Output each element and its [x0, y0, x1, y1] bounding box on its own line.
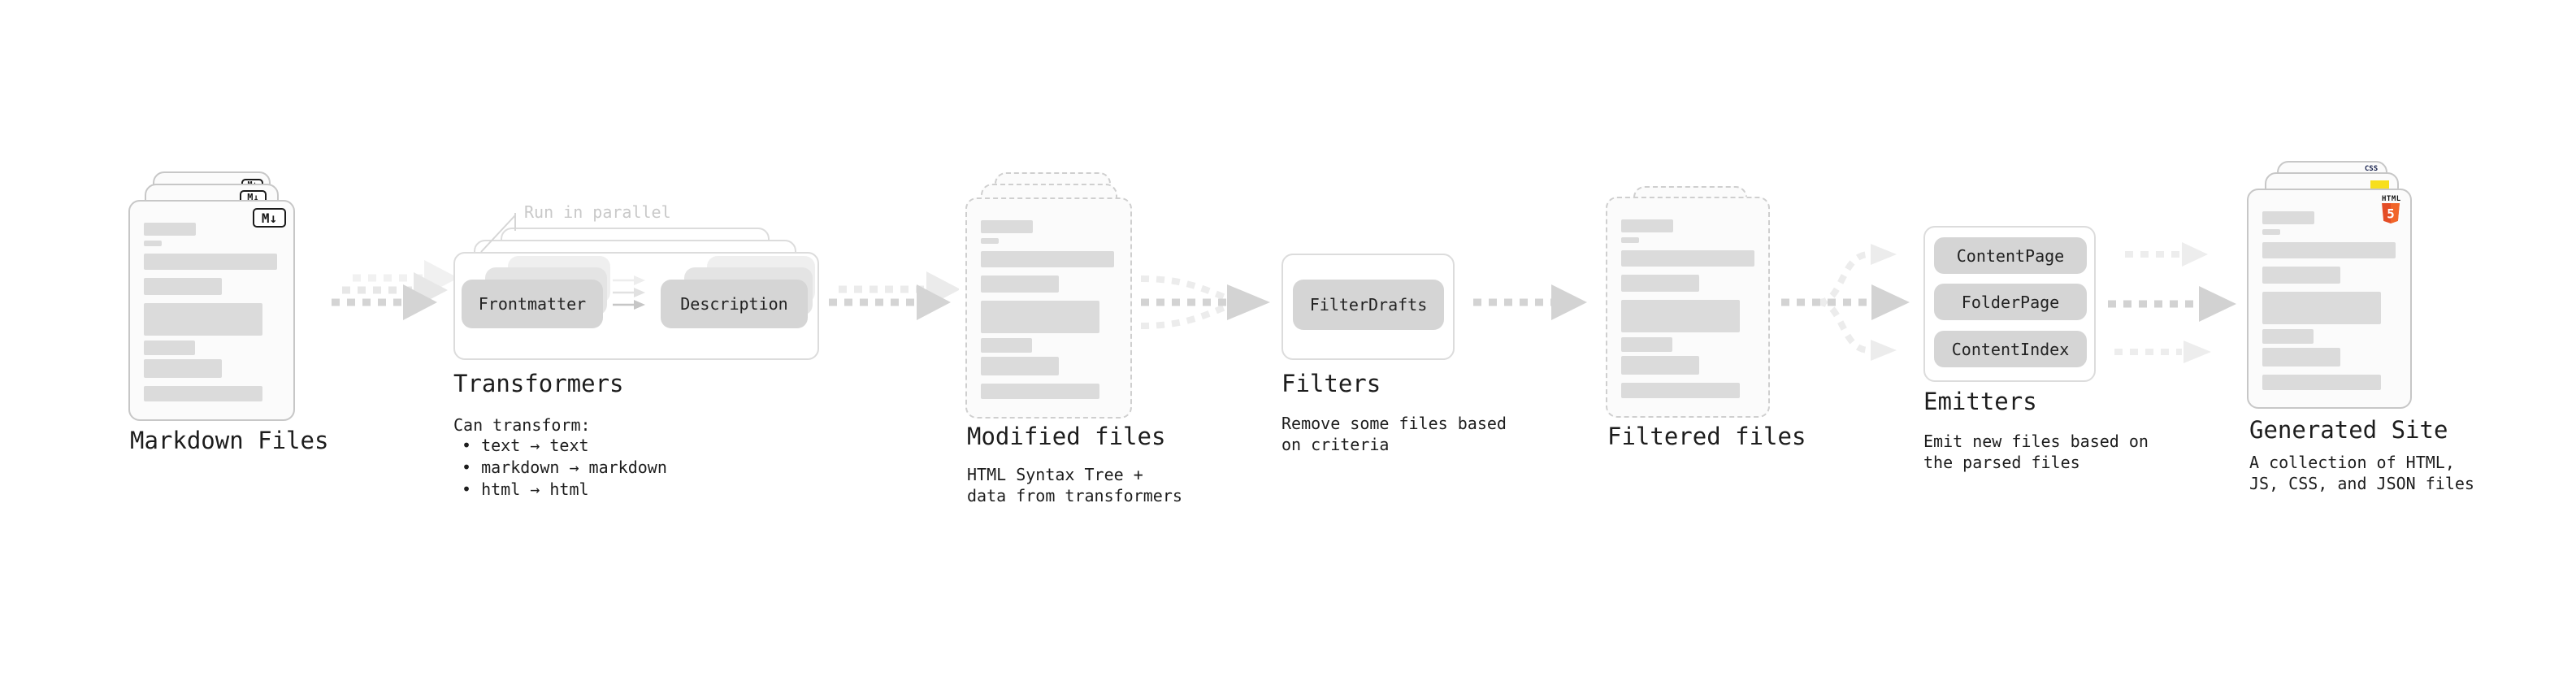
contentindex-chip: ContentIndex	[1934, 331, 2087, 367]
text-line-bar	[2262, 242, 2396, 258]
text-line-bar	[981, 220, 1033, 233]
file-card-front	[1606, 197, 1770, 418]
text-line-bar	[2262, 292, 2381, 324]
flow-arrow-transformers-to-modified	[829, 271, 959, 320]
chip-to-chip-arrows	[613, 275, 645, 310]
text-line-bar	[2262, 229, 2280, 235]
text-line-bar	[981, 238, 999, 244]
css-badge-text: CSS	[2364, 165, 2379, 173]
flow-arrow-markdown-to-transformers	[332, 260, 455, 320]
text-line-bar	[2262, 375, 2381, 390]
parallel-note: Run in parallel	[524, 202, 671, 222]
text-line-bar	[1621, 275, 1699, 292]
transformers-bullet-list: • text → text • markdown → markdown • ht…	[462, 436, 667, 499]
html5-number: 5	[2387, 206, 2394, 221]
html5-shield: 5	[2382, 203, 2400, 223]
text-line-bar	[1621, 219, 1673, 232]
filterdrafts-chip-label: FilterDrafts	[1309, 295, 1428, 314]
text-line-bar	[144, 303, 262, 336]
text-line-bar	[981, 357, 1059, 375]
text-line-bar	[144, 241, 162, 246]
frontmatter-chip: Frontmatter	[462, 280, 603, 328]
text-line-bar	[1621, 383, 1740, 398]
html5-icon: HTML 5	[2382, 196, 2400, 228]
text-line-bar	[981, 338, 1032, 353]
description-chip: Description	[661, 280, 808, 328]
js-file-icon	[2370, 180, 2389, 189]
generated-site-caption: A collection of HTML, JS, CSS, and JSON …	[2249, 453, 2474, 493]
stage-label-markdown-files: Markdown Files	[130, 427, 329, 454]
text-line-bar	[144, 340, 195, 355]
markdown-icon: M↓	[253, 208, 286, 228]
contentindex-chip-label: ContentIndex	[1951, 339, 2070, 359]
text-line-bar	[1621, 250, 1754, 267]
text-line-bar	[144, 386, 262, 401]
text-line-bar	[981, 275, 1059, 293]
text-line-bar	[1621, 300, 1740, 332]
text-line-bar	[144, 254, 277, 270]
file-card-html: HTML 5	[2247, 189, 2412, 409]
text-line-bar	[2262, 348, 2340, 367]
text-line-bar	[2262, 267, 2340, 284]
stage-label-filters: Filters	[1281, 370, 1381, 397]
contentpage-chip: ContentPage	[1934, 237, 2087, 274]
stage-label-transformers: Transformers	[453, 370, 624, 397]
text-line-bar	[1621, 237, 1639, 243]
contentpage-chip-label: ContentPage	[1956, 245, 2065, 266]
modified-files-caption: HTML Syntax Tree + data from transformer…	[967, 465, 1182, 505]
text-line-bar	[981, 301, 1099, 333]
text-line-bar	[2262, 329, 2314, 344]
flow-arrow-filters-to-filtered	[1473, 284, 1587, 320]
text-line-bar	[144, 278, 222, 295]
file-card-front	[965, 197, 1132, 419]
frontmatter-chip-label: Frontmatter	[478, 294, 587, 314]
emitters-caption: Emit new files based on the parsed files	[1923, 432, 2149, 472]
stage-label-filtered-files: Filtered files	[1607, 423, 1806, 450]
filterdrafts-chip: FilterDrafts	[1293, 280, 1444, 330]
text-line-bar	[2262, 211, 2314, 224]
flow-arrow-filtered-to-emitters	[1781, 244, 1910, 361]
text-line-bar	[1621, 356, 1699, 375]
stage-label-generated-site: Generated Site	[2249, 416, 2448, 444]
flow-arrow-modified-to-filters	[1140, 275, 1270, 329]
text-line-bar	[1621, 337, 1672, 352]
stage-label-emitters: Emitters	[1923, 388, 2037, 415]
filters-caption: Remove some files based on criteria	[1281, 414, 1507, 454]
stage-label-modified-files: Modified files	[967, 423, 1166, 450]
text-line-bar	[981, 251, 1114, 267]
text-line-bar	[981, 384, 1099, 399]
folderpage-chip-label: FolderPage	[1961, 292, 2060, 312]
flow-arrow-emitters-to-generated	[2108, 242, 2236, 363]
parallel-note-leader-line	[480, 213, 516, 253]
file-card-front: M↓	[128, 200, 295, 421]
description-chip-label: Description	[680, 294, 788, 314]
markdown-badge-text: M↓	[261, 210, 278, 226]
text-line-bar	[144, 223, 196, 236]
transformers-caption-title: Can transform:	[453, 415, 591, 435]
folderpage-chip: FolderPage	[1934, 284, 2087, 320]
text-line-bar	[144, 359, 222, 378]
html5-badge-text: HTML	[2382, 195, 2401, 203]
